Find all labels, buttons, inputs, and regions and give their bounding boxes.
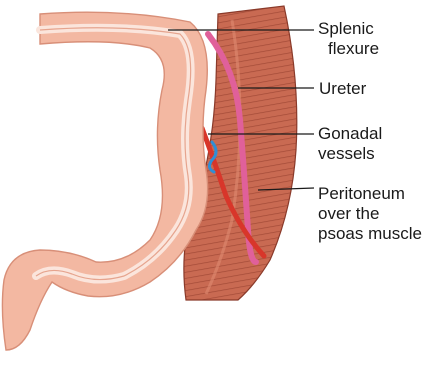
label-splenic-flexure-line2: flexure [318,39,379,59]
label-gonadal-vessels-line2: vessels [318,144,382,164]
label-peritoneum-line3: psoas muscle [318,224,422,244]
descending-colon [2,12,207,350]
label-peritoneum-line1: Peritoneum [318,184,422,204]
label-ureter-line1: Ureter [319,79,366,99]
label-peritoneum-line2: over the [318,204,422,224]
label-ureter: Ureter [319,79,366,99]
label-gonadal-vessels-line1: Gonadal [318,124,382,144]
label-splenic-flexure: Splenic flexure [318,19,379,59]
label-gonadal-vessels: Gonadal vessels [318,124,382,164]
label-splenic-flexure-line1: Splenic [318,19,379,39]
label-peritoneum: Peritoneum over the psoas muscle [318,184,422,244]
